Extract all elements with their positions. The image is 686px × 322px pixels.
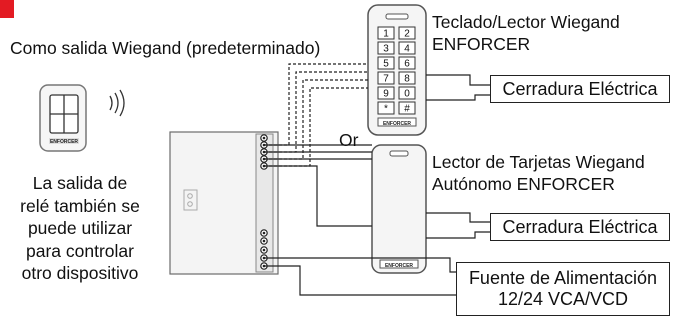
card-reader-title-line-2: Autónomo ENFORCER <box>432 174 615 194</box>
keypad-key <box>377 71 395 85</box>
keypad-key-label: 1 <box>383 29 389 40</box>
card-reader-title: Lector de Tarjetas Wiegand Autónomo ENFO… <box>432 151 645 195</box>
keypad-key <box>398 71 416 85</box>
keypad-key-label: 3 <box>383 44 389 55</box>
lock-bottom-box: Cerradura Eléctrica <box>490 213 670 241</box>
keypad-key-label: 5 <box>383 59 389 70</box>
or-label: Or <box>339 130 359 150</box>
terminal-screw-center <box>262 248 266 252</box>
keypad-key-label: 2 <box>404 29 410 40</box>
keypad-title-line-1: Teclado/Lector Wiegand <box>432 12 620 32</box>
keypad-key <box>377 86 395 100</box>
keypad-keys: 1 2 3 4 5 6 7 8 9 0 * # <box>377 26 416 115</box>
keypad-brand-label: ENFORCER <box>383 121 411 127</box>
power-supply-line-2: 12/24 VCA/VCD <box>497 289 629 309</box>
lock-bottom-label: Cerradura Eléctrica <box>502 216 658 237</box>
controller-module <box>169 131 279 275</box>
relay-note-line-3: puede utilizar <box>27 218 133 238</box>
power-supply-line-1: Fuente de Alimentación <box>468 268 658 288</box>
lock-top-wires <box>426 74 490 101</box>
keypad-key-label: 7 <box>383 74 389 85</box>
power-wires <box>264 257 456 296</box>
keypad-key <box>398 101 416 115</box>
relay-note-line-5: otro dispositivo <box>21 263 139 283</box>
keypad-key-label: * <box>384 104 388 115</box>
reader-solid-wires <box>264 144 372 227</box>
keypad-reader <box>367 4 427 136</box>
lock-top-box: Cerradura Eléctrica <box>490 75 670 103</box>
relay-note-line-2: relé también se <box>20 195 140 216</box>
keypad-key-label: 4 <box>404 44 410 55</box>
keypad-title-line-2: ENFORCER <box>432 34 531 54</box>
power-supply-box: Fuente de Alimentación 12/24 VCA/VCD <box>456 262 670 316</box>
keypad-key <box>398 26 416 40</box>
remote-fob <box>39 84 87 152</box>
card-reader-brand-label: ENFORCER <box>385 263 413 269</box>
keypad-key-label: 9 <box>383 89 389 100</box>
wiegand-dashed-wires <box>264 63 368 167</box>
wiegand-mode-caption: Como salida Wiegand (predeterminado) <box>10 38 321 58</box>
lock-top-label: Cerradura Eléctrica <box>502 78 658 99</box>
relay-note-line-1: La salida de <box>32 173 128 193</box>
keypad-key <box>377 101 395 115</box>
terminal-screw-center <box>262 136 266 140</box>
keypad-key <box>377 26 395 40</box>
keypad-key-label: # <box>404 104 410 115</box>
card-reader-title-line-1: Lector de Tarjetas Wiegand <box>432 152 645 172</box>
keypad-key-label: 8 <box>404 74 410 85</box>
fob-brand-label: ENFORCER <box>50 139 78 145</box>
keypad-key <box>377 41 395 55</box>
relay-note-line-4: para controlar <box>26 240 134 261</box>
keypad-key-label: 0 <box>404 89 410 100</box>
keypad-key <box>398 86 416 100</box>
terminal-screw-center <box>262 231 266 235</box>
keypad-key <box>398 41 416 55</box>
lock-bottom-wires <box>426 212 490 239</box>
keypad-key <box>398 56 416 70</box>
keypad-title: Teclado/Lector Wiegand ENFORCER <box>432 11 620 55</box>
terminal-screw-center <box>262 239 266 243</box>
relay-note: La salida de relé también se puede utili… <box>0 172 160 285</box>
red-corner-mark <box>0 0 14 18</box>
keypad-key <box>377 56 395 70</box>
keypad-key-label: 6 <box>404 59 410 70</box>
card-reader <box>371 144 427 274</box>
wireless-signal-icon <box>109 89 125 117</box>
